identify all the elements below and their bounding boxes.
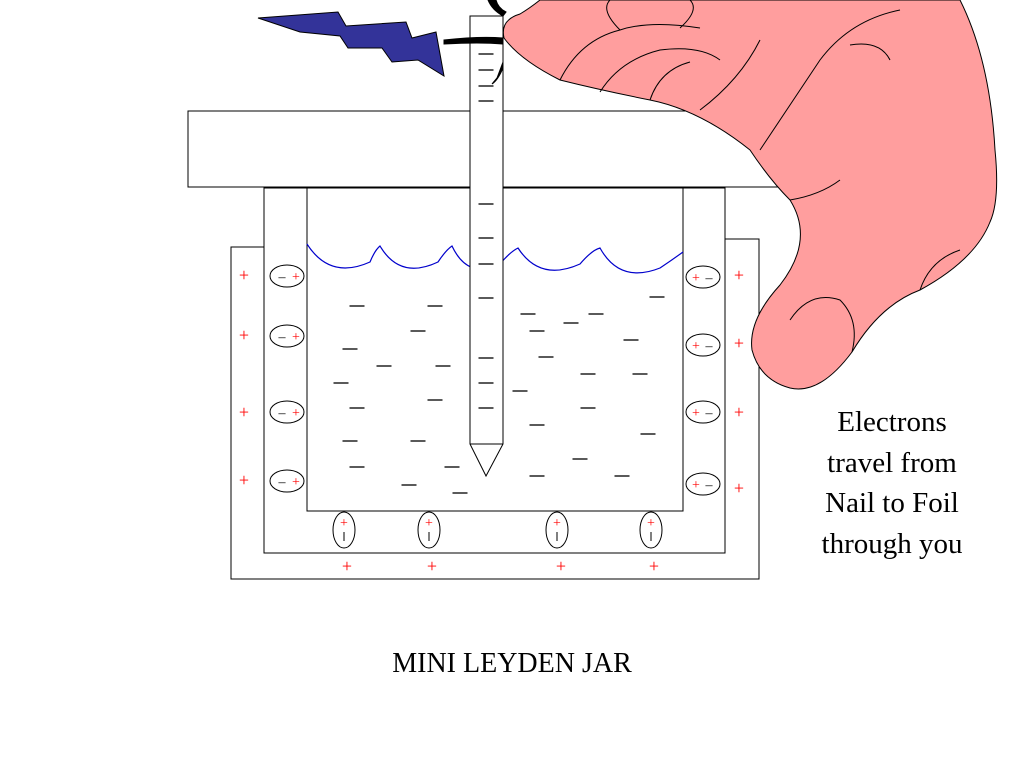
foil-positive-charge: + [342, 556, 352, 576]
dipole-positive: + [292, 475, 300, 490]
dipole-outline [545, 511, 569, 549]
dipole-positive: + [692, 406, 700, 421]
foil-positive-charge: + [427, 556, 437, 576]
dipole-positive: + [692, 339, 700, 354]
electron-flow-caption: Electrons travel from Nail to Foil throu… [800, 402, 984, 564]
foil-positive-charge: + [734, 265, 744, 285]
dipole-positive: + [292, 270, 300, 285]
dipole-negative: – [705, 478, 714, 493]
foil-positive-charge: + [556, 556, 566, 576]
dipole-outline [269, 400, 305, 424]
foil-positive-charge: + [239, 325, 249, 345]
dipole-negative: – [278, 406, 287, 421]
dipole-negative: – [278, 270, 287, 285]
dipole-outline [685, 333, 721, 357]
dipole-outline [417, 511, 441, 549]
dipole-negative: – [278, 475, 287, 490]
dipole-outline [685, 400, 721, 424]
dipole-negative: – [705, 406, 714, 421]
caption-line-1: Electrons [837, 406, 947, 438]
caption-line-3: Nail to Foil [825, 487, 959, 519]
foil-positive-charge: + [734, 333, 744, 353]
foil-positive-charge: + [239, 402, 249, 422]
foil-positive-charge: + [649, 556, 659, 576]
dipole-negative: – [705, 339, 714, 354]
water-charges [333, 296, 665, 494]
dipole-positive: + [292, 330, 300, 345]
dipole-positive: + [553, 516, 561, 531]
caption-line-4: through you [821, 527, 963, 560]
hand-icon [502, 0, 998, 390]
foil-positive-charge: + [239, 470, 249, 490]
lightning-bolt-icon [257, 11, 445, 78]
dipole-positive: + [692, 271, 700, 286]
dipole-positive: + [647, 516, 655, 531]
glass-dipoles: –+–+–+–++–+–+–+–++++ [269, 264, 721, 549]
nail [469, 15, 504, 478]
dipole-positive: + [692, 478, 700, 493]
caption-line-2: travel from [827, 446, 957, 479]
foil-charges: + + + + + + + + + + + + [239, 265, 744, 576]
dipole-outline [332, 511, 356, 549]
foil-positive-charge: + [239, 265, 249, 285]
dipole-outline [639, 511, 663, 549]
dipole-positive: + [292, 406, 300, 421]
dipole-negative: – [705, 271, 714, 286]
foil-positive-charge: + [734, 402, 744, 422]
dipole-outline [685, 472, 721, 496]
dipole-outline [269, 469, 305, 493]
dipole-outline [685, 265, 721, 289]
dipole-outline [269, 264, 305, 288]
dipole-negative: – [278, 330, 287, 345]
dipole-outline [269, 324, 305, 348]
dipole-positive: + [425, 516, 433, 531]
diagram-title: MINI LEYDEN JAR [392, 648, 632, 679]
nail-charges [478, 37, 494, 409]
dipole-positive: + [340, 516, 348, 531]
foil-positive-charge: + [734, 478, 744, 498]
